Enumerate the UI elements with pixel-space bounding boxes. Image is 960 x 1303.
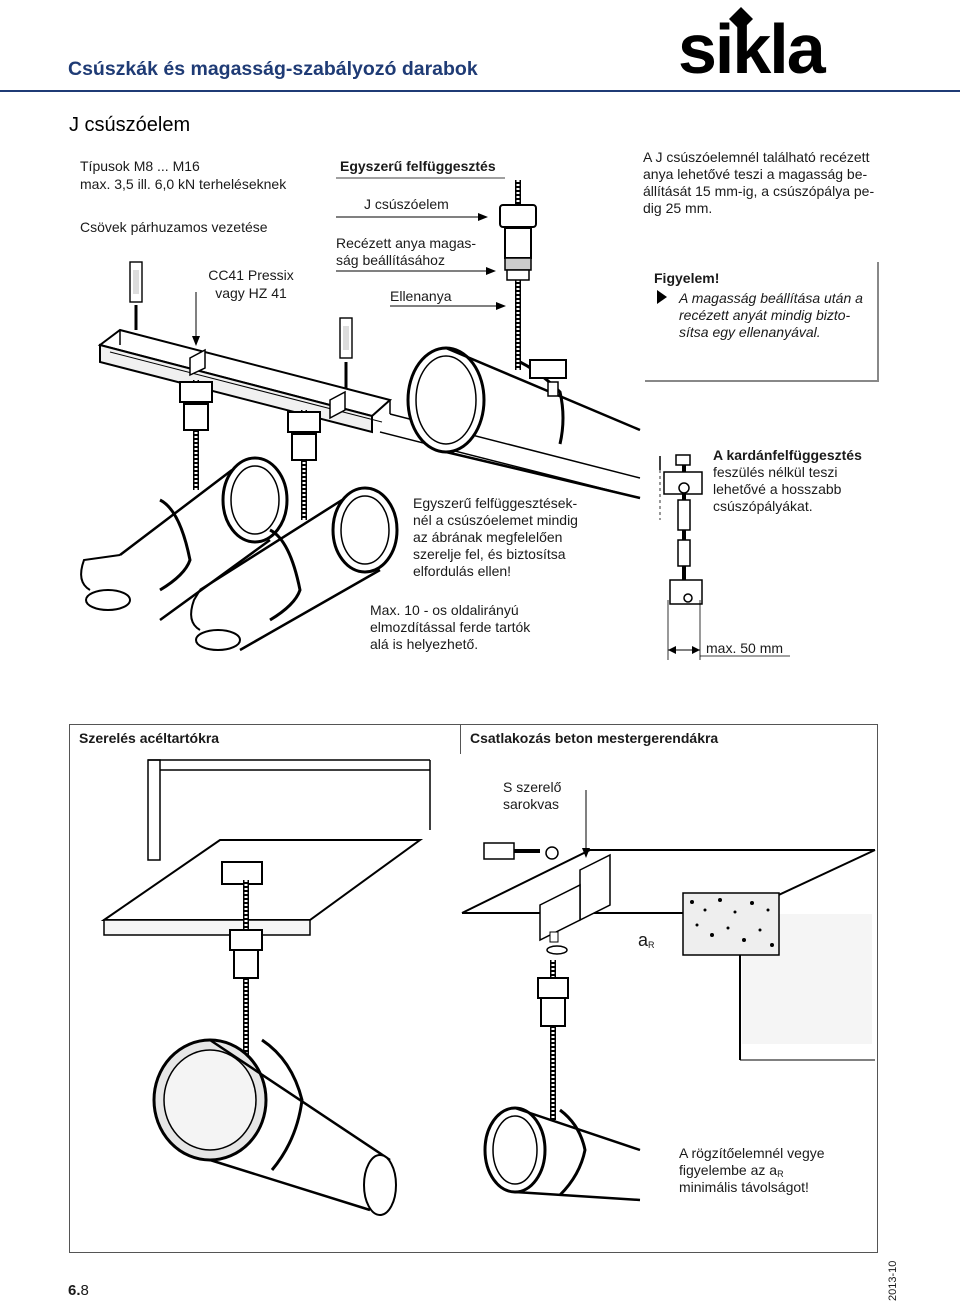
warning-box [645, 262, 879, 382]
mid-note-line4: szerelje fel, és biztosítsa [413, 546, 566, 562]
ar-dimension-label: aR [638, 930, 655, 950]
steel-mount-title: Szerelés acéltartókra [79, 730, 220, 746]
info-line3: állítását 15 mm-ig, a csúszópálya pe- [643, 183, 875, 199]
logo-diamond-icon [728, 6, 754, 32]
cardan-line3: lehetővé a hosszabb [713, 481, 842, 497]
warning-title: Figyelem! [654, 270, 720, 286]
note-line1: A rögzítőelemnél vegye [679, 1145, 825, 1161]
mid-note-line5: elfordulás ellen! [413, 563, 512, 579]
nut-label-line2: ság beállításához [336, 252, 445, 268]
bracket-label-line2: sarokvas [503, 796, 560, 812]
types-line1: Típusok M8 ... M16 [80, 158, 200, 174]
rail-label-line2: vagy HZ 41 [215, 285, 287, 301]
mid-note-line3: az ábrának megfelelően [413, 529, 563, 545]
note-line2: figyelembe az aR [679, 1162, 784, 1179]
info-line1: A J csúszóelemnél található recézett [643, 149, 870, 165]
simple-hanging-heading: Egyszerű felfüggesztés [340, 158, 496, 174]
tilt-note-line1: Max. 10 - os oldalirányú [370, 602, 519, 618]
note-line3: minimális távolságot! [679, 1179, 809, 1195]
page-number: 6.8 [68, 1282, 89, 1299]
types-line2: max. 3,5 ill. 6,0 kN terheléseknek [80, 176, 287, 192]
mid-note-line2: nél a csúszóelemet mindig [413, 512, 578, 528]
concrete-mount-title: Csatlakozás beton mestergerendákra [470, 730, 719, 746]
edition-date-wrapper: 2013-10 [884, 1258, 900, 1301]
edition-date: 2013-10 [887, 1260, 899, 1301]
tilt-note-line3: alá is helyezhető. [370, 636, 479, 652]
cardan-line2: feszülés nélkül teszi [713, 464, 838, 480]
lower-frame-divider [460, 724, 461, 754]
rail-label-line1: CC41 Pressix [208, 267, 294, 283]
logo: sikla [678, 10, 826, 88]
cardan-dimension: max. 50 mm [706, 640, 784, 656]
cardan-line4: csúszópályákat. [713, 498, 813, 514]
info-line4: dig 25 mm. [643, 200, 713, 216]
warning-line2: recézett anyát mindig bizto- [679, 307, 851, 323]
info-line2: anya lehetővé teszi a magasság be- [643, 166, 868, 182]
counter-nut-label: Ellenanya [390, 288, 452, 304]
bracket-label-line1: S szerelő [503, 779, 562, 795]
header-rule [0, 90, 960, 92]
section-title: J csúszóelem [69, 114, 191, 136]
warning-line1: A magasság beállítása után a [679, 290, 863, 306]
page-header-title: Csúszkák és magasság-szabályozó darabok [68, 58, 478, 80]
mid-note-line1: Egyszerű felfüggesztések- [413, 495, 578, 511]
warning-line3: sítsa egy ellenanyával. [679, 324, 821, 340]
parallel-pipes-illustration [80, 177, 790, 660]
tilt-note-line2: elmozdítással ferde tartók [370, 619, 531, 635]
warning-arrow-icon [657, 290, 667, 304]
cardan-line1: A kardánfelfüggesztés [713, 447, 862, 463]
j-slide-label: J csúszóelem [364, 196, 449, 212]
nut-label-line1: Recézett anya magas- [336, 235, 477, 251]
parallel-label: Csövek párhuzamos vezetése [80, 219, 268, 235]
